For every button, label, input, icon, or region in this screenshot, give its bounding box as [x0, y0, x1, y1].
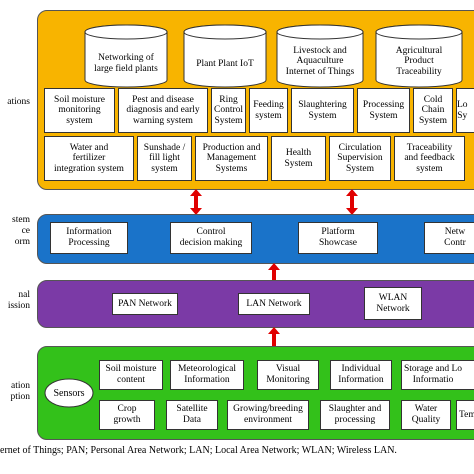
app-box-cold-chain: Cold Chain System: [413, 88, 453, 133]
cylinder-shape: [183, 24, 267, 88]
app-box-soil-moisture-monitoring: Soil moisture monitoring system: [44, 88, 115, 133]
network-box-wlan: WLAN Network: [364, 287, 422, 320]
sensors-node: Sensors: [44, 378, 94, 408]
cylinder-label: Networking of large field plants: [94, 53, 158, 74]
up-arrow-icon: [268, 263, 280, 282]
cylinder-shape: [276, 24, 364, 88]
support-box-control-decision: Control decision making: [170, 222, 252, 254]
app-box-slaughtering: Slaughtering System: [291, 88, 354, 133]
double-arrow-icon: [190, 189, 202, 215]
cylinder-shape: [84, 24, 168, 88]
app-box-water-fertilizer: Water and fertilizer integration system: [44, 136, 134, 181]
perception-box-temperature: Tem: [456, 400, 474, 430]
perception-box-slaughter-processing: Slaughter and processing: [320, 400, 390, 430]
cylinder-livestock-iot: Livestock and Aquaculture Internet of Th…: [276, 24, 364, 88]
application-layer-label: ations: [7, 97, 30, 107]
support-layer-label: stem ce orm: [12, 215, 30, 247]
perception-box-growing-environment: Growing/breeding environment: [227, 400, 309, 430]
support-box-information-processing: Information Processing: [50, 222, 128, 254]
perception-layer-label: ation ption: [10, 381, 30, 402]
perception-box-storage-logistics: Storage and Lo Informatio: [401, 360, 474, 390]
app-box-processing: Processing System: [357, 88, 410, 133]
network-layer-label: nal ission: [7, 290, 30, 311]
support-box-network-control: Netw Contr: [424, 222, 474, 254]
app-box-pest-disease: Pest and disease diagnosis and early war…: [118, 88, 208, 133]
app-box-production-management: Production and Management Systems: [195, 136, 268, 181]
network-box-lan: LAN Network: [238, 293, 310, 315]
perception-box-visual-monitoring: Visual Monitoring: [257, 360, 319, 390]
support-box-platform-showcase: Platform Showcase: [298, 222, 378, 254]
app-box-sunshade: Sunshade / fill light system: [137, 136, 192, 181]
perception-box-meteorological: Meteorological Information: [170, 360, 244, 390]
cylinder-plant-iot: Plant Plant IoT: [183, 24, 267, 88]
sensors-label: Sensors: [53, 387, 85, 399]
app-box-logistics: Lo Sy: [456, 88, 474, 133]
sensors-ellipse: [44, 378, 94, 408]
cylinder-shape: [375, 24, 463, 88]
app-box-ring-control: Ring Control System: [211, 88, 246, 133]
cylinder-label: Plant Plant IoT: [196, 58, 254, 69]
perception-box-satellite-data: Satellite Data: [166, 400, 218, 430]
cylinder-field-plants: Networking of large field plants: [84, 24, 168, 88]
perception-box-water-quality: Water Quality: [401, 400, 451, 430]
up-arrow-icon: [268, 327, 280, 346]
network-box-pan: PAN Network: [112, 293, 178, 315]
app-box-traceability-feedback: Traceability and feedback system: [394, 136, 465, 181]
app-box-health: Health System: [271, 136, 326, 181]
app-box-feeding: Feeding system: [249, 88, 288, 133]
perception-box-individual-info: Individual Information: [330, 360, 392, 390]
cylinder-label: Agricultural Product Traceability: [395, 45, 443, 77]
double-arrow-icon: [346, 189, 358, 215]
perception-box-soil-moisture: Soil moisture content: [99, 360, 163, 390]
figure-caption: ernet of Things; PAN; Personal Area Netw…: [0, 445, 397, 456]
app-box-circulation-supervision: Circulation Supervision System: [329, 136, 391, 181]
perception-box-crop-growth: Crop growth: [99, 400, 155, 430]
cylinder-traceability: Agricultural Product Traceability: [375, 24, 463, 88]
cylinder-label: Livestock and Aquaculture Internet of Th…: [285, 45, 355, 77]
